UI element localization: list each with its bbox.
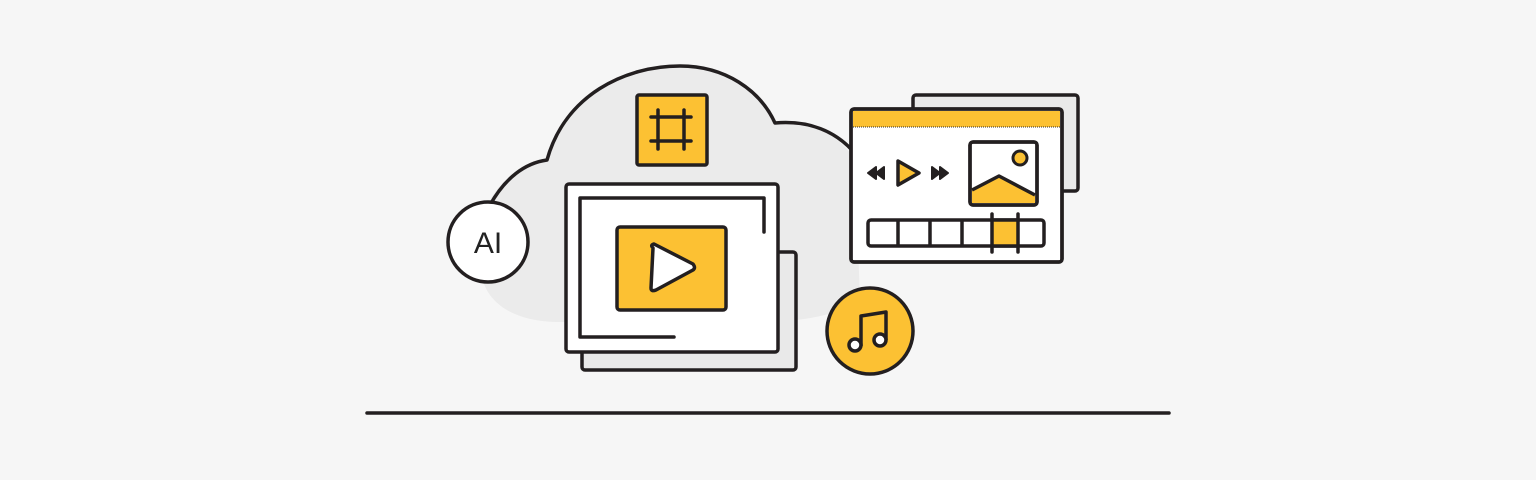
video-card-icon — [564, 182, 798, 372]
crop-frame-icon — [635, 93, 709, 167]
fast-forward-icon — [931, 166, 949, 180]
play-icon — [649, 242, 697, 293]
music-note-icon — [825, 286, 915, 376]
timeline-scrubber-icon — [866, 212, 1046, 254]
media-player-window-icon — [849, 93, 1080, 264]
play-icon — [896, 159, 921, 187]
ai-badge-label: AI — [474, 227, 502, 260]
rewind-icon — [867, 166, 885, 180]
image-thumbnail-icon — [968, 140, 1039, 207]
ai-badge-icon: AI — [446, 200, 530, 284]
